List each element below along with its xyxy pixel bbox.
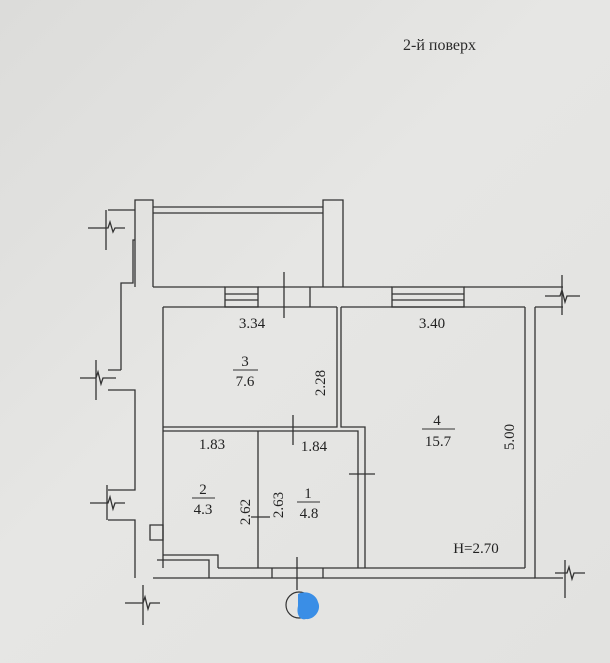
room-4-length: 5.00 (502, 424, 518, 450)
room-1: 1.84 1 4.8 2.63 (271, 439, 328, 522)
walls (80, 199, 585, 625)
room-1-number: 1 (304, 486, 312, 502)
ceiling-height: H=2.70 (453, 541, 499, 557)
room-2-area: 4.3 (194, 502, 213, 518)
room-4-width: 3.40 (419, 316, 445, 332)
room-1-length: 2.63 (271, 492, 287, 518)
room-3-width: 3.34 (239, 316, 266, 332)
room-2: 1.83 2 4.3 2.62 (192, 437, 254, 525)
entrance-marker (285, 591, 320, 620)
room-3-number: 3 (241, 354, 249, 370)
room-1-width: 1.84 (301, 439, 328, 455)
room-2-width: 1.83 (199, 437, 225, 453)
room-1-area: 4.8 (300, 506, 319, 522)
blue-mark-icon (297, 592, 320, 620)
room-2-length: 2.62 (238, 499, 254, 525)
room-4-area: 15.7 (425, 434, 452, 450)
floor-title: 2-й поверх (403, 37, 477, 54)
room-4-number: 4 (433, 413, 441, 429)
room-3-length: 2.28 (313, 370, 329, 396)
room-3: 3.34 3 7.6 2.28 (233, 316, 329, 396)
room-2-number: 2 (199, 482, 207, 498)
room-4: 3.40 4 15.7 5.00 H=2.70 (419, 316, 518, 557)
room-3-area: 7.6 (236, 374, 255, 390)
